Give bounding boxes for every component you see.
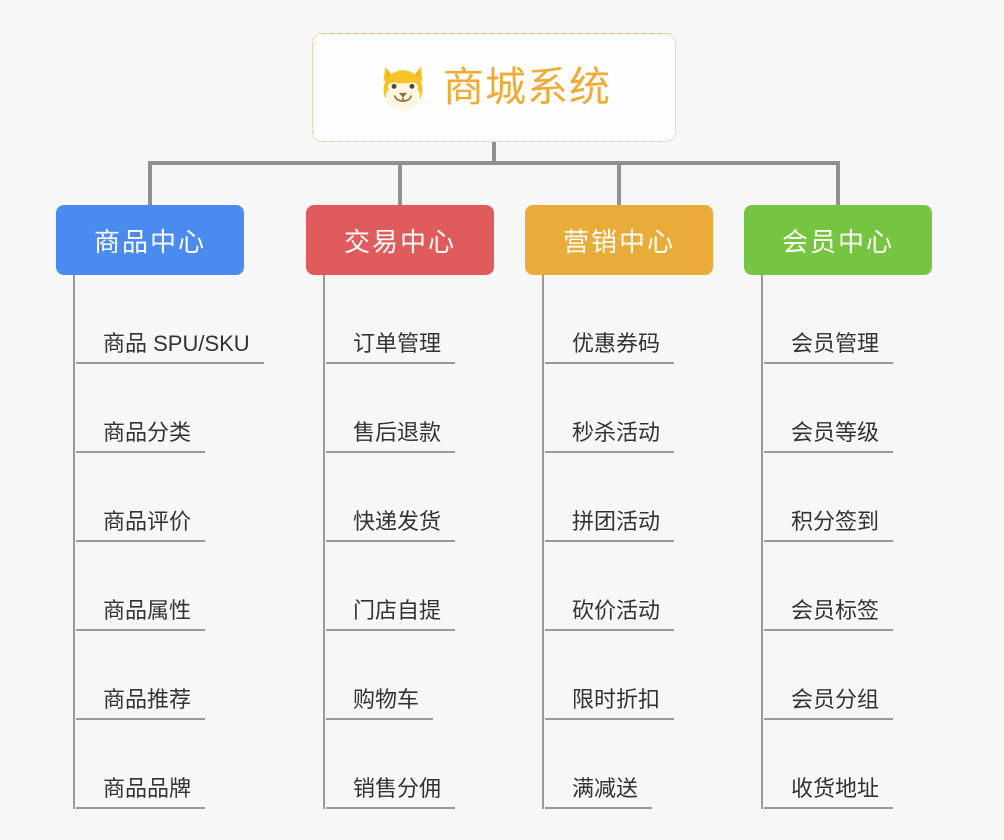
leaf-label: 拼团活动 [545, 509, 675, 542]
list-item[interactable]: 限时折扣 [525, 631, 755, 720]
category-spine-3 [542, 275, 544, 809]
leaf-label: 购物车 [326, 687, 434, 720]
category-spine-2 [323, 275, 325, 809]
connector-drop-4 [836, 161, 840, 205]
leaf-label: 商品 SPU/SKU [76, 331, 264, 364]
leaf-label: 会员分组 [764, 687, 894, 720]
category-label: 营销中心 [562, 226, 675, 257]
leaf-label: 收货地址 [764, 776, 894, 809]
list-item[interactable]: 商品属性 [56, 542, 286, 631]
leaf-label: 商品属性 [76, 598, 206, 631]
leaf-list-3: 优惠券码 秒杀活动 拼团活动 砍价活动 限时折扣 满减送 [525, 275, 755, 809]
category-column-4: 会员中心 会员管理 会员等级 积分签到 会员标签 会员分组 收货地址 [744, 205, 974, 809]
connector-drop-3 [617, 161, 621, 205]
leaf-label: 满减送 [545, 776, 653, 809]
category-header-2[interactable]: 交易中心 [306, 205, 494, 809]
connector-drop-2 [398, 161, 402, 205]
leaf-label: 订单管理 [326, 331, 456, 364]
leaf-label: 商品分类 [76, 420, 206, 453]
list-item[interactable]: 优惠券码 [525, 275, 755, 364]
category-label: 交易中心 [343, 226, 456, 257]
root-node[interactable]: 商城系统 [312, 33, 676, 142]
leaf-label: 会员管理 [764, 331, 894, 364]
leaf-label: 商品推荐 [76, 687, 206, 720]
leaf-label: 商品品牌 [76, 776, 206, 809]
list-item[interactable]: 商品推荐 [56, 631, 286, 720]
list-item[interactable]: 快递发货 [306, 453, 536, 542]
connector-root-stem [492, 142, 496, 164]
list-item[interactable]: 商品分类 [56, 364, 286, 453]
list-item[interactable]: 拼团活动 [525, 453, 755, 542]
leaf-label: 积分签到 [764, 509, 894, 542]
category-header-3[interactable]: 营销中心 [525, 205, 713, 809]
leaf-label: 会员标签 [764, 598, 894, 631]
leaf-label: 限时折扣 [545, 687, 675, 720]
list-item[interactable]: 会员标签 [744, 542, 974, 631]
connector-horizontal-bus [148, 161, 840, 165]
category-column-2: 交易中心 订单管理 售后退款 快递发货 门店自提 购物车 销售分佣 [306, 205, 536, 809]
list-item[interactable]: 会员分组 [744, 631, 974, 720]
list-item[interactable]: 会员管理 [744, 275, 974, 364]
leaf-list-1: 商品 SPU/SKU 商品分类 商品评价 商品属性 商品推荐 商品品牌 [56, 275, 286, 809]
list-item[interactable]: 门店自提 [306, 542, 536, 631]
leaf-label: 秒杀活动 [545, 420, 675, 453]
list-item[interactable]: 订单管理 [306, 275, 536, 364]
list-item[interactable]: 秒杀活动 [525, 364, 755, 453]
dog-face-icon [377, 62, 429, 114]
leaf-label: 优惠券码 [545, 331, 675, 364]
leaf-label: 商品评价 [76, 509, 206, 542]
leaf-label: 快递发货 [326, 509, 456, 542]
category-column-3: 营销中心 优惠券码 秒杀活动 拼团活动 砍价活动 限时折扣 满减送 [525, 205, 755, 809]
leaf-label: 会员等级 [764, 420, 894, 453]
leaf-list-4: 会员管理 会员等级 积分签到 会员标签 会员分组 收货地址 [744, 275, 974, 809]
list-item[interactable]: 购物车 [306, 631, 536, 720]
list-item[interactable]: 商品评价 [56, 453, 286, 542]
category-spine-1 [73, 275, 75, 809]
list-item[interactable]: 售后退款 [306, 364, 536, 453]
list-item[interactable]: 商品品牌 [56, 720, 286, 809]
list-item[interactable]: 积分签到 [744, 453, 974, 542]
category-column-1: 商品中心 商品 SPU/SKU 商品分类 商品评价 商品属性 商品推荐 商品品牌 [56, 205, 286, 809]
leaf-label: 售后退款 [326, 420, 456, 453]
list-item[interactable]: 满减送 [525, 720, 755, 809]
leaf-label: 门店自提 [326, 598, 456, 631]
leaf-label: 销售分佣 [326, 776, 456, 809]
list-item[interactable]: 砍价活动 [525, 542, 755, 631]
list-item[interactable]: 商品 SPU/SKU [56, 275, 286, 364]
leaf-list-2: 订单管理 售后退款 快递发货 门店自提 购物车 销售分佣 [306, 275, 536, 809]
list-item[interactable]: 收货地址 [744, 720, 974, 809]
list-item[interactable]: 会员等级 [744, 364, 974, 453]
leaf-label: 砍价活动 [545, 598, 675, 631]
category-header-4[interactable]: 会员中心 [744, 205, 932, 809]
root-title: 商城系统 [443, 64, 611, 110]
category-header-1[interactable]: 商品中心 [56, 205, 244, 809]
category-label: 商品中心 [93, 226, 206, 257]
category-label: 会员中心 [781, 226, 894, 257]
list-item[interactable]: 销售分佣 [306, 720, 536, 809]
connector-drop-1 [148, 161, 152, 205]
category-spine-4 [761, 275, 763, 809]
